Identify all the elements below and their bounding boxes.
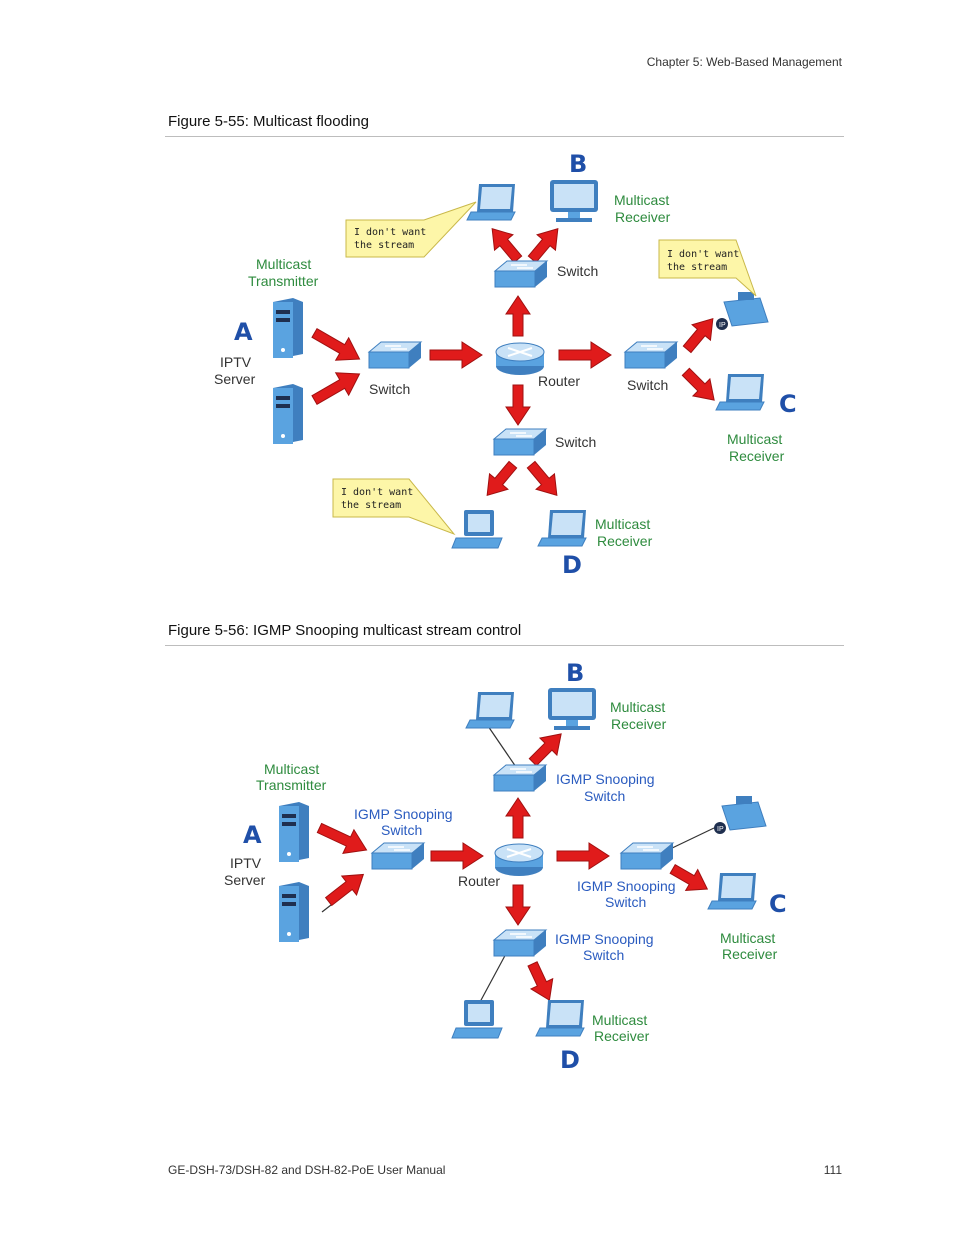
switch-left [368,341,422,369]
label-switch-left-2: Switch [381,822,422,838]
svg-text:I don't want: I don't want [341,487,413,498]
igmp-switch-right [620,842,674,870]
footer-page-number: 111 [823,1163,842,1177]
label-b-2: B [566,659,584,687]
svg-text:I don't want: I don't want [667,249,739,260]
svg-text:I don't want: I don't want [354,227,426,238]
iptv-server-top-2 [279,802,309,862]
label-receiver-b-2: Receiver [611,716,667,732]
label-iptv-2: IPTV [230,855,262,871]
label-router: Router [538,373,580,389]
label-multicast-c: Multicast [727,431,782,447]
label-multicast-b: Multicast [614,192,669,208]
label-switch-left: Switch [369,381,410,397]
figure-1-rule [165,136,844,137]
svg-text:the stream: the stream [341,500,401,511]
switch-top [494,260,548,288]
label-c: C [779,390,797,418]
label-transmitter-2: Transmitter [256,777,327,793]
pc-d-2 [451,999,503,1039]
igmp-switch-top [493,764,547,792]
label-a: A [234,318,253,346]
router [495,342,545,376]
label-b: B [569,150,587,178]
switch-bottom [493,428,547,456]
laptop-d [537,509,587,547]
switch-right [624,341,678,369]
bubble-right: I don't want the stream [658,239,757,297]
label-c-2: C [769,890,787,918]
label-d: D [562,551,582,579]
label-receiver-c: Receiver [729,448,785,464]
label-receiver-b: Receiver [615,209,671,225]
label-switch-top: Switch [557,263,598,279]
label-switch-right: Switch [627,377,668,393]
figure-2-title: Figure 5-56: IGMP Snooping multicast str… [168,622,522,639]
label-switch-bottom: Switch [555,434,596,450]
iptv-server-bottom [273,384,303,444]
label-igmp-bottom: IGMP Snooping [555,931,654,947]
footer-manual-title: GE-DSH-73/DSH-82 and DSH-82-PoE User Man… [168,1163,446,1177]
label-multicast-d: Multicast [595,516,650,532]
desktop-b [550,180,598,222]
igmp-switch-left [371,842,425,870]
router-2 [494,843,544,877]
label-receiver-c-2: Receiver [722,946,778,962]
chapter-header: Chapter 5: Web-Based Management [646,55,842,69]
label-transmitter: Transmitter [248,273,319,289]
laptop-b-2 [465,691,515,729]
label-switch-top-2: Switch [584,788,625,804]
label-switch-right-2: Switch [605,894,646,910]
label-multicast-d-2: Multicast [592,1012,647,1028]
label-multicast-a: Multicast [256,256,311,272]
figure-2-diagram: B Multicast Receiver Multicast Transmitt… [224,659,787,1074]
laptop-c [715,373,765,411]
label-receiver-d: Receiver [597,533,653,549]
label-multicast-b-2: Multicast [610,699,665,715]
desktop-b-2 [548,688,596,730]
label-a-2: A [243,821,262,849]
label-igmp-right: IGMP Snooping [577,878,676,894]
bubble-bottom: I don't want the stream [332,478,456,536]
label-igmp-left: IGMP Snooping [354,806,453,822]
laptop-b [466,183,516,221]
pc-d [451,509,503,549]
label-switch-bottom-2: Switch [583,947,624,963]
ip-phone-c-2 [713,795,767,835]
laptop-c-2 [707,872,757,910]
label-iptv: IPTV [220,354,252,370]
label-receiver-d-2: Receiver [594,1028,650,1044]
iptv-server-bottom-2 [279,882,309,942]
label-multicast-c-2: Multicast [720,930,775,946]
ip-phone-c [715,291,769,331]
label-server-2: Server [224,872,266,888]
label-multicast-a-2: Multicast [264,761,319,777]
igmp-switch-bottom [493,929,547,957]
figure-2-rule [165,645,844,646]
label-server: Server [214,371,256,387]
svg-text:the stream: the stream [667,262,727,273]
svg-text:the stream: the stream [354,240,414,251]
iptv-server-top [273,298,303,358]
figure-1-diagram: IP I don't want the stream I don't want [214,150,797,579]
label-d-2: D [560,1046,580,1074]
label-igmp-top: IGMP Snooping [556,771,655,787]
figure-1-title: Figure 5-55: Multicast flooding [168,113,369,130]
bubble-top-left: I don't want the stream [345,201,477,258]
label-router-2: Router [458,873,500,889]
laptop-d-2 [535,999,585,1037]
